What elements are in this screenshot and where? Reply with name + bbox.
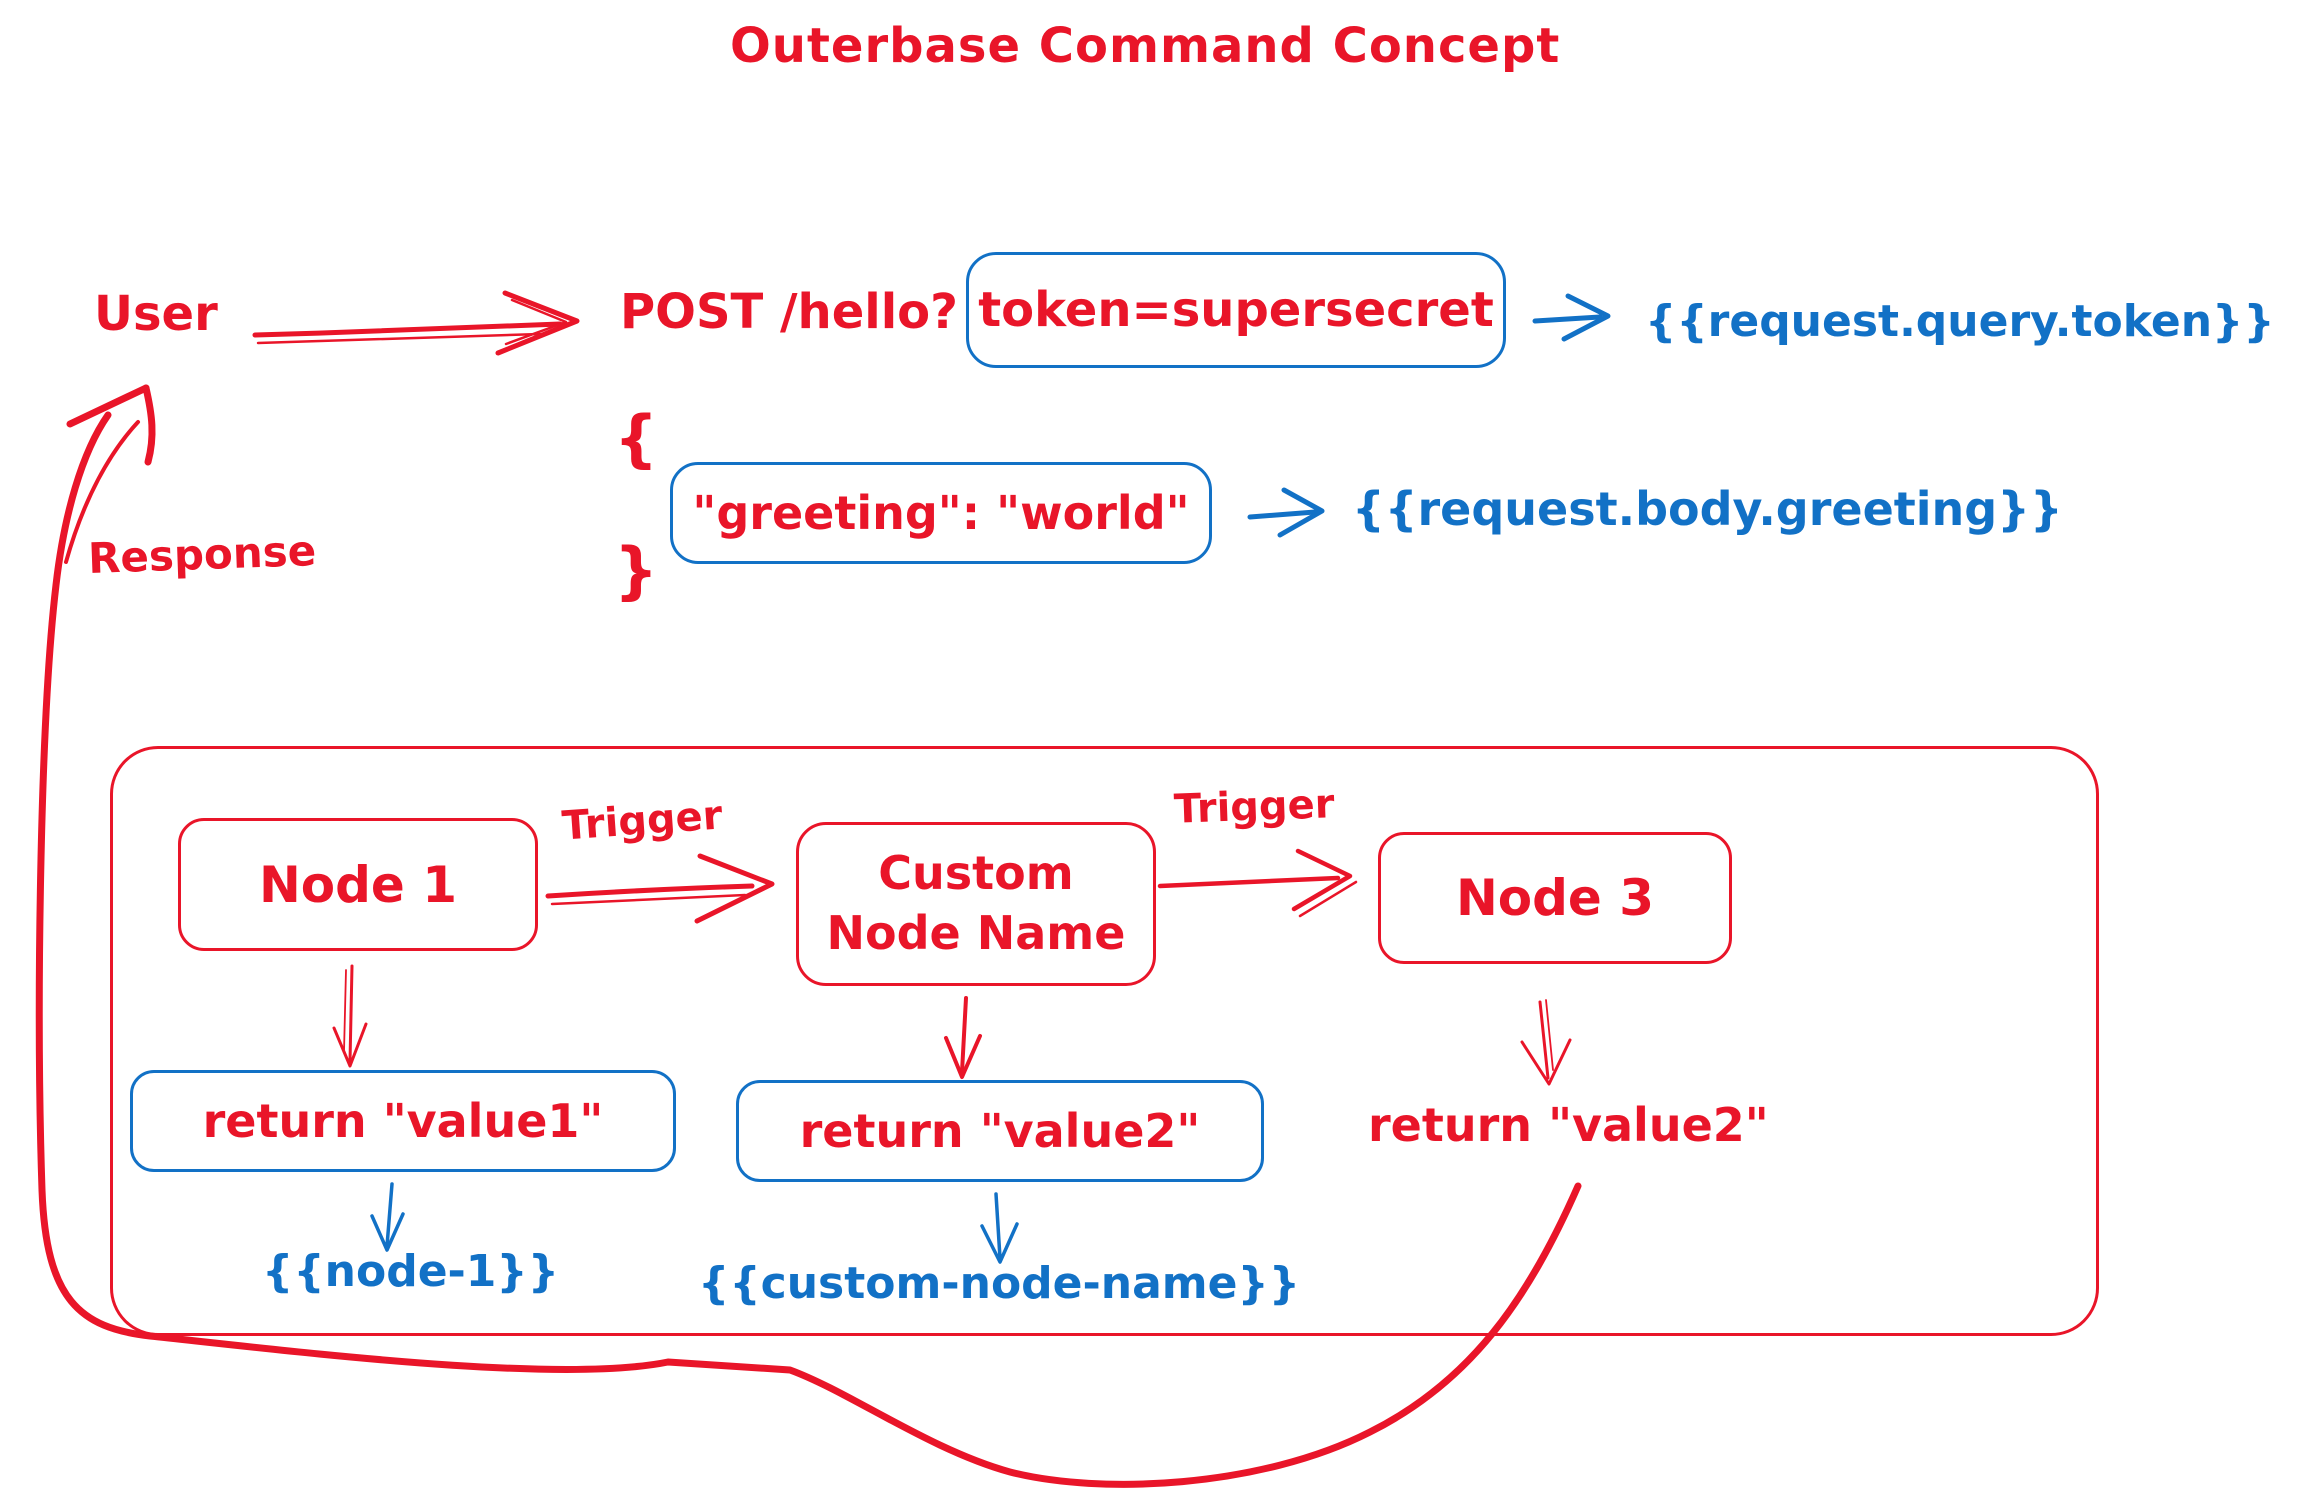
response-label: Response — [87, 526, 317, 583]
token-param-box: token=supersecret — [966, 252, 1506, 368]
request-method-path: POST /hello? — [620, 284, 958, 340]
node1-return-box: return "value1" — [130, 1070, 676, 1172]
node1-box: Node 1 — [178, 818, 538, 951]
body-open-brace: { — [614, 402, 659, 475]
node2-label-line2: Node Name — [826, 906, 1126, 960]
node2-label: Custom Node Name — [827, 844, 1126, 964]
query-binding-arrow — [1532, 293, 1611, 342]
node3-return-text: return "value2" — [1368, 1098, 1769, 1152]
node1-return-text: return "value1" — [202, 1094, 604, 1148]
trigger-label-2: Trigger — [1173, 781, 1336, 833]
body-binding-text: {{request.body.greeting}} — [1352, 482, 2063, 536]
node2-box: Custom Node Name — [796, 822, 1156, 986]
node3-label: Node 3 — [1455, 869, 1655, 927]
node2-return-box: return "value2" — [736, 1080, 1264, 1182]
query-binding-text: {{request.query.token}} — [1645, 296, 2275, 347]
body-content-box: "greeting": "world" — [670, 462, 1212, 564]
node2-return-text: return "value2" — [799, 1104, 1201, 1158]
user-label: User — [94, 286, 218, 342]
node3-box: Node 3 — [1378, 832, 1732, 964]
node2-binding-text: {{custom-node-name}} — [698, 1258, 1301, 1309]
node1-label: Node 1 — [258, 855, 458, 914]
node2-label-line1: Custom — [878, 846, 1074, 901]
diagram-title: Outerbase Command Concept — [730, 18, 1561, 74]
token-param-text: token=supersecret — [978, 282, 1494, 338]
body-binding-arrow — [1247, 487, 1325, 538]
body-close-brace: } — [614, 534, 659, 607]
body-content-text: "greeting": "world" — [692, 486, 1190, 540]
user-request-arrow — [252, 290, 580, 356]
node1-binding-text: {{node-1}} — [262, 1246, 560, 1297]
